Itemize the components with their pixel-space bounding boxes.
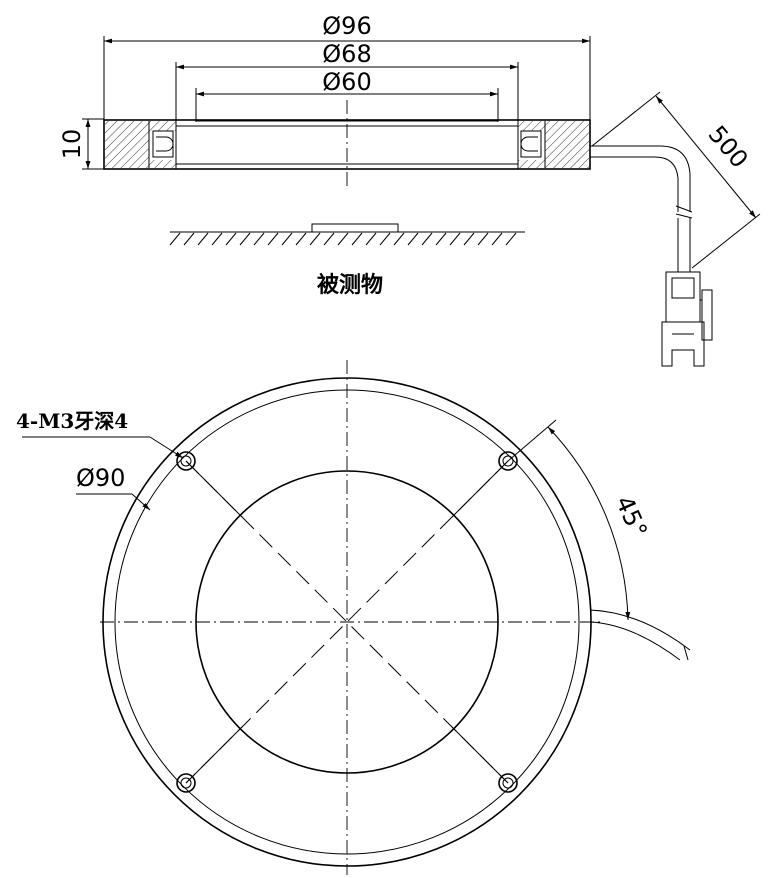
hole-bottom-right [498,773,518,793]
dimension-inner-diameter: Ø60 [195,68,499,122]
ground-hatch-stroke [267,232,279,246]
ground-hatch-stroke [393,232,405,246]
top-view: 4-M3牙深4 Ø90 45° [16,360,691,875]
ground-hatch-stroke [211,232,223,246]
ground-hatch-stroke [253,232,265,246]
ground-hatch-stroke [351,232,363,246]
ground-hatch-stroke [435,232,447,246]
dim-cable-text: 500 [703,120,754,173]
ground-hatch-stroke [183,232,195,246]
dimension-outer-diameter: Ø96 [103,12,591,120]
top-cable [589,609,691,661]
holes-callout: 4-M3牙深4 [16,409,184,459]
ground-hatch-stroke [365,232,377,246]
holes-label: 4-M3牙深4 [16,409,128,433]
ground-hatch-stroke [421,232,433,246]
ground-hatch-stroke [281,232,293,246]
dimension-middle-diameter: Ø68 [175,40,519,120]
measured-object: 被测物 [169,223,525,298]
angle-callout: 45° [547,426,653,621]
dimension-cable-length: 500 [591,91,761,269]
ground-hatch-stroke [309,232,321,246]
ground-hatch-stroke [477,232,489,246]
bolt-circle-label: Ø90 [76,464,125,492]
dimension-height: 10 [58,118,104,170]
dim-middle-text: Ø68 [322,40,371,68]
ground-hatch-stroke [407,232,419,246]
ground-hatch-stroke [295,232,307,246]
hole-top-right [498,451,518,471]
side-view: Ø96 Ø68 Ø60 10 [58,12,761,367]
dim-outer-text: Ø96 [322,12,371,40]
dim-inner-text: Ø60 [322,68,371,96]
ground-hatch-stroke [169,232,181,246]
ground-hatch-stroke [239,232,251,246]
ground-hatch-stroke [225,232,237,246]
hole-bottom-left [176,773,196,793]
ground-hatch-stroke [463,232,475,246]
ring-section [103,100,591,188]
ground-hatch-stroke [505,232,517,246]
ground-hatch-stroke [379,232,391,246]
ground-hatch-stroke [491,232,503,246]
hole-top-left [176,451,196,471]
ground-hatch-stroke [337,232,349,246]
bolt-circle-callout: Ø90 [76,464,151,511]
ground-hatch-stroke [449,232,461,246]
mounting-holes [176,451,518,793]
ground-hatch-stroke [323,232,335,246]
side-cable [590,145,713,367]
dim-height-text: 10 [58,129,86,160]
ground-hatch-stroke [197,232,209,246]
object-label: 被测物 [317,272,383,298]
angle-label: 45° [610,492,653,542]
